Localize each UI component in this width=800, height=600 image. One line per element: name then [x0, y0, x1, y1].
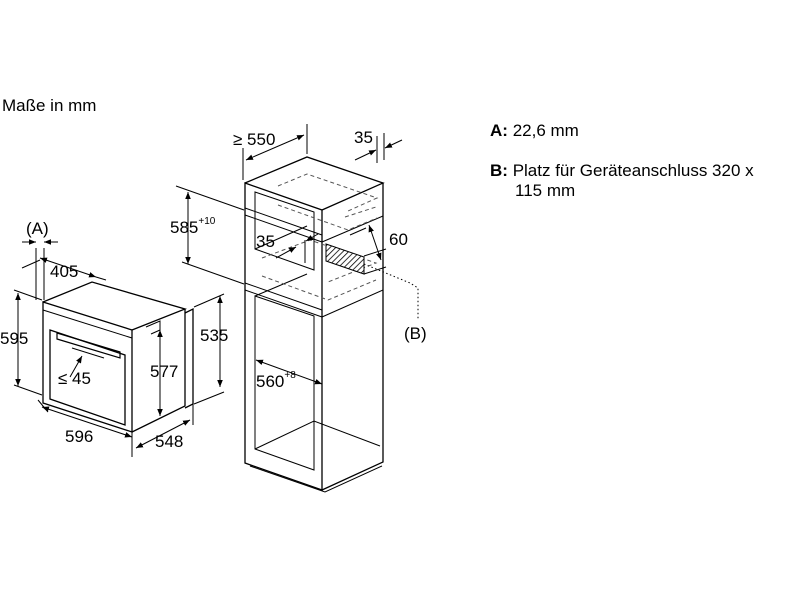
dim-niche-width: 560+8 — [256, 370, 296, 391]
cabinet-drawing — [244, 156, 385, 493]
dim-niche-height-value: 585 — [170, 218, 199, 237]
cabinet-shelf-lower — [244, 282, 323, 318]
oven-drawing — [42, 281, 194, 433]
dim-cabinet-depth: ≥ 550 — [233, 130, 276, 149]
connection-space-b — [325, 243, 365, 275]
dim-niche-height-tolerance: +10 — [198, 216, 216, 227]
oven-back-panel — [184, 307, 194, 409]
dim-oven-depth-front: 405 — [50, 262, 79, 281]
oven-dimensions — [13, 239, 225, 457]
legend-a: A: 22,6 mm — [490, 121, 579, 141]
legend-a-text: 22,6 mm — [512, 121, 579, 140]
cabinet-plinth — [249, 465, 383, 493]
dim-cabinet-depth-top: 35 — [354, 128, 373, 147]
dim-oven-handle: ≤ 45 — [58, 369, 91, 388]
dim-oven-height-body: 535 — [200, 326, 229, 345]
connection-leader — [363, 263, 419, 320]
dim-niche-width-tolerance: +8 — [284, 370, 296, 381]
oven-handle — [56, 332, 121, 359]
oven-top — [42, 281, 188, 331]
cabinet-top — [244, 156, 385, 211]
units-note: Maße in mm — [2, 96, 97, 115]
marker-a: (A) — [26, 219, 49, 238]
dim-oven-width: 596 — [65, 427, 94, 446]
dim-oven-depth: 548 — [155, 432, 184, 451]
legend-b-key: B: — [490, 161, 508, 180]
legend-b-text-line1: Platz für Geräteanschluss 320 x — [512, 161, 754, 180]
cabinet-dimensions — [175, 124, 403, 385]
legend-a-key: A: — [490, 121, 508, 140]
dim-side: 60 — [389, 230, 408, 249]
dim-oven-height-total: 595 — [0, 329, 29, 348]
dim-rear-gap: 35 — [256, 232, 275, 251]
legend-b-line2: 115 mm — [515, 181, 576, 200]
dim-niche-width-value: 560 — [256, 372, 285, 391]
legend-b: B: Platz für Geräteanschluss 320 x — [490, 161, 754, 181]
cabinet-side — [321, 183, 384, 491]
dim-oven-inner-height: 577 — [150, 362, 179, 381]
marker-b: (B) — [404, 324, 427, 343]
cabinet-front — [244, 182, 323, 491]
dim-niche-height: 585+10 — [170, 216, 216, 237]
